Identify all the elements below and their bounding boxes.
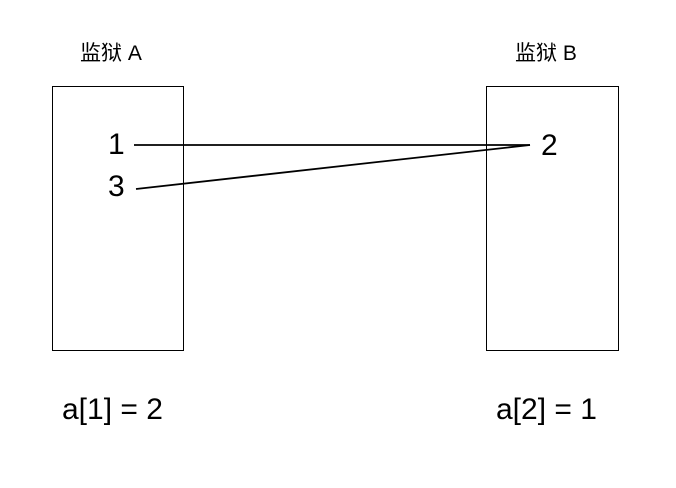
equation-a: a[1] = 2 bbox=[62, 393, 163, 426]
prisoner-number-1: 1 bbox=[108, 128, 125, 161]
prison-a-title: 监狱 A bbox=[80, 42, 142, 65]
prisoner-number-2: 2 bbox=[541, 129, 558, 162]
equation-b: a[2] = 1 bbox=[496, 393, 597, 426]
link-3-to-2 bbox=[135, 144, 531, 190]
prisoner-number-3: 3 bbox=[108, 170, 125, 203]
prison-a-box bbox=[52, 86, 184, 351]
prison-b-box bbox=[486, 86, 619, 351]
prison-b-title: 监狱 B bbox=[515, 42, 577, 65]
